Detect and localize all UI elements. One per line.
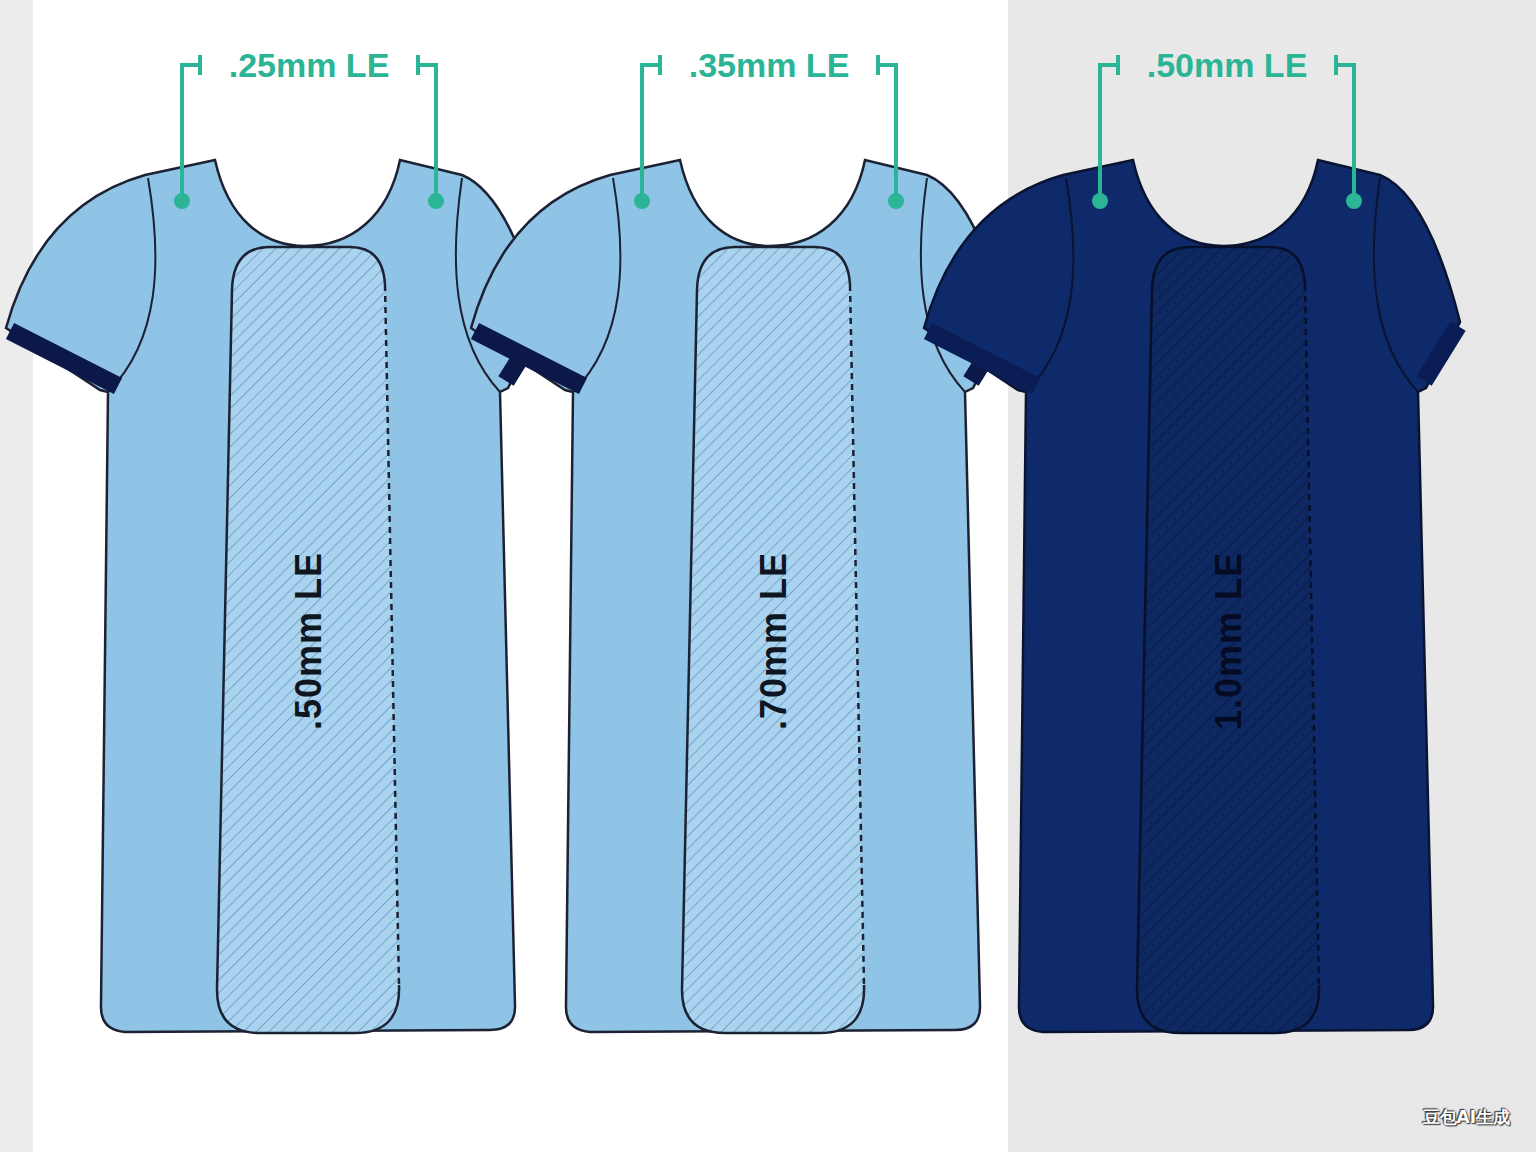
callout-dot [428, 193, 444, 209]
gown-light-2 [471, 160, 1007, 1032]
bracket [878, 55, 896, 200]
callout-dots [174, 193, 1362, 209]
callout-dot [634, 193, 650, 209]
panel-label: .70mm LE [756, 552, 792, 730]
hatched-fill [682, 247, 864, 1033]
panel-label: .50mm LE [291, 552, 327, 730]
panel-dashed-edge [850, 285, 864, 985]
callout-dot [1346, 193, 1362, 209]
shield-panel: 1.0mm LE [1135, 245, 1323, 1037]
hatched-fill [1137, 247, 1319, 1033]
bracket [1100, 55, 1118, 200]
panel-label: 1.0mm LE [1211, 552, 1247, 730]
gown-dark [924, 160, 1460, 1032]
dimension-label: .25mm LE [229, 48, 390, 82]
dimension-label: .50mm LE [1147, 48, 1308, 82]
left-strip [0, 0, 33, 1152]
hatched-fill [217, 247, 399, 1033]
bracket [642, 55, 660, 200]
gown-light-1 [6, 160, 542, 1032]
watermark: 豆包AI生成 [1423, 1109, 1510, 1126]
panel-outline [217, 247, 399, 1033]
panel-outline [1137, 247, 1319, 1033]
bracket [182, 55, 200, 200]
panel-dashed-edge [1305, 285, 1319, 985]
shield-panel: .70mm LE [680, 245, 868, 1037]
shield-panel: .50mm LE [215, 245, 403, 1037]
panel-dashed-edge [385, 285, 399, 985]
callout-dot [1092, 193, 1108, 209]
bracket [1336, 55, 1354, 200]
bracket [418, 55, 436, 200]
callout-dot [888, 193, 904, 209]
callout-dot [174, 193, 190, 209]
panel-outline [682, 247, 864, 1033]
dimension-label: .35mm LE [689, 48, 850, 82]
